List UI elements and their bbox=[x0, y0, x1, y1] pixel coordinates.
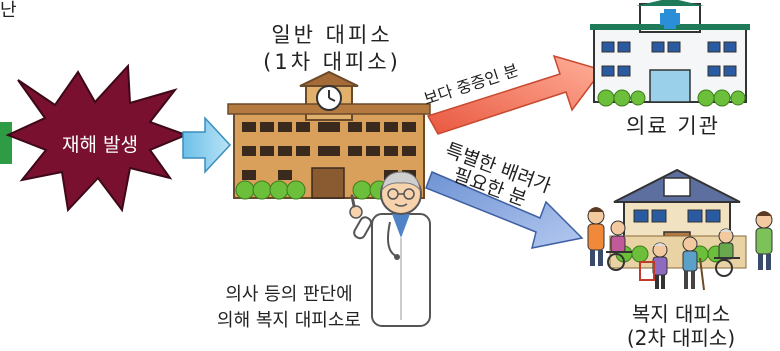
welfare-shelter-subtitle: (2차 대피소) bbox=[627, 326, 735, 350]
disaster-label: 재해 발생 bbox=[62, 134, 138, 156]
wheelchair-icon bbox=[607, 253, 625, 271]
doctor-note-line1: 의사 등의 판단에 bbox=[225, 284, 352, 305]
shelter-subtitle: (1차 대피소) bbox=[263, 50, 401, 74]
elderly-cane bbox=[682, 236, 705, 291]
cane-icon bbox=[699, 257, 705, 291]
hospital-building bbox=[590, 0, 750, 107]
entry-arrow bbox=[182, 116, 232, 174]
elderly-walker bbox=[639, 242, 668, 289]
wheelchair-resident-left bbox=[606, 220, 632, 271]
arrow-to-welfare-shelter: 특별한 배려가 필요한 분 bbox=[425, 139, 584, 249]
hospital-label: 의료 기관 bbox=[626, 114, 720, 138]
arrow-to-hospital: 보다 중증인 분 bbox=[421, 54, 604, 135]
shelter-title: 일반 대피소 bbox=[271, 23, 392, 47]
welfare-shelter-title: 복지 대피소 bbox=[632, 302, 730, 326]
medical-cross-icon bbox=[660, 9, 680, 29]
doctor-figure bbox=[349, 171, 431, 327]
pointing-finger-icon bbox=[350, 194, 356, 208]
welfare-shelter-people bbox=[587, 207, 773, 291]
side-tab-marker bbox=[0, 122, 12, 164]
disaster-burst: 재해 발생 bbox=[5, 63, 189, 213]
cropped-heading-fragment: 난 bbox=[0, 0, 17, 21]
caregiver-left bbox=[587, 207, 605, 266]
stethoscope-icon bbox=[387, 221, 397, 257]
walker-icon bbox=[639, 261, 655, 281]
wheelchair-resident-right bbox=[714, 228, 740, 277]
doctor-note-line2: 의해 복지 대피소로 bbox=[217, 310, 361, 331]
caregiver-right bbox=[755, 211, 773, 270]
burst-shape bbox=[5, 63, 189, 213]
